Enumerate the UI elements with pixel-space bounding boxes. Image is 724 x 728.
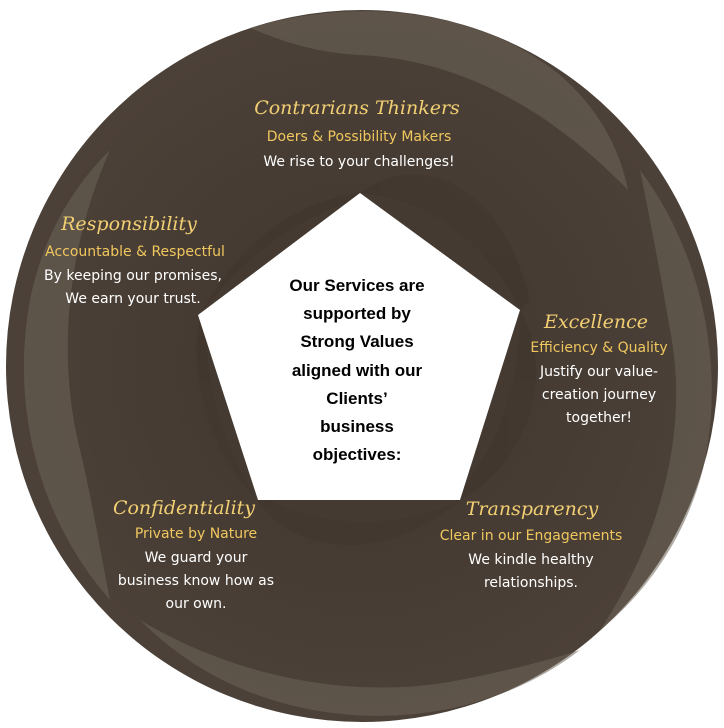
swirl-3 <box>257 496 460 545</box>
segment-line: our own. <box>166 596 227 612</box>
segment-line: relationships. <box>484 575 578 591</box>
center-line-3: Strong Values <box>300 332 413 351</box>
swirl-2 <box>455 310 537 500</box>
segment-title: Confidentiality <box>113 497 255 519</box>
segment-line: We guard your <box>145 550 248 566</box>
segment-confidentiality: Confidentiality Private by Nature We gua… <box>113 497 274 612</box>
center-text: Our Services are supported by Strong Val… <box>289 276 424 464</box>
segment-line: creation journey <box>542 387 656 403</box>
center-line-4: aligned with our <box>292 361 423 380</box>
segment-line: business know how as <box>118 573 274 589</box>
center-pentagon <box>198 193 520 500</box>
wheel-swirls <box>196 174 537 545</box>
segment-responsibility: Responsibility Accountable & Respectful … <box>44 213 225 307</box>
segment-transparency: Transparency Clear in our Engagements We… <box>440 498 623 591</box>
segment-line: Justify our value- <box>539 364 658 380</box>
segment-excellence: Excellence Efficiency & Quality Justify … <box>530 311 667 426</box>
segment-contrarians: Contrarians Thinkers Doers & Possibility… <box>254 97 460 170</box>
segment-subtitle: Accountable & Respectful <box>45 244 225 260</box>
swirl-4 <box>196 315 257 500</box>
segment-line: By keeping our promises, <box>44 268 222 284</box>
segment-subtitle: Doers & Possibility Makers <box>267 129 452 145</box>
blade-top <box>250 11 628 190</box>
segment-title: Transparency <box>466 498 599 520</box>
center-line-2: supported by <box>303 304 411 323</box>
segment-title: Excellence <box>543 311 648 333</box>
segment-title: Contrarians Thinkers <box>254 97 460 119</box>
wheel-blades <box>23 11 712 716</box>
segment-subtitle: Clear in our Engagements <box>440 528 623 544</box>
blade-bottom <box>140 620 580 716</box>
segment-line: We kindle healthy <box>468 552 593 568</box>
swirl-1 <box>360 174 530 310</box>
blade-right <box>600 170 712 630</box>
center-line-6: business <box>320 417 394 436</box>
center-line-7: objectives: <box>313 445 402 464</box>
segment-line: We earn your trust. <box>65 291 200 307</box>
segment-title: Responsibility <box>60 213 197 235</box>
segment-line: together! <box>566 410 632 426</box>
segment-line: We rise to your challenges! <box>263 154 454 170</box>
blade-left <box>23 150 110 600</box>
segment-subtitle: Efficiency & Quality <box>530 340 667 356</box>
segment-subtitle: Private by Nature <box>135 526 257 542</box>
center-line-5: Clients’ <box>326 389 387 408</box>
center-line-1: Our Services are <box>289 276 424 295</box>
